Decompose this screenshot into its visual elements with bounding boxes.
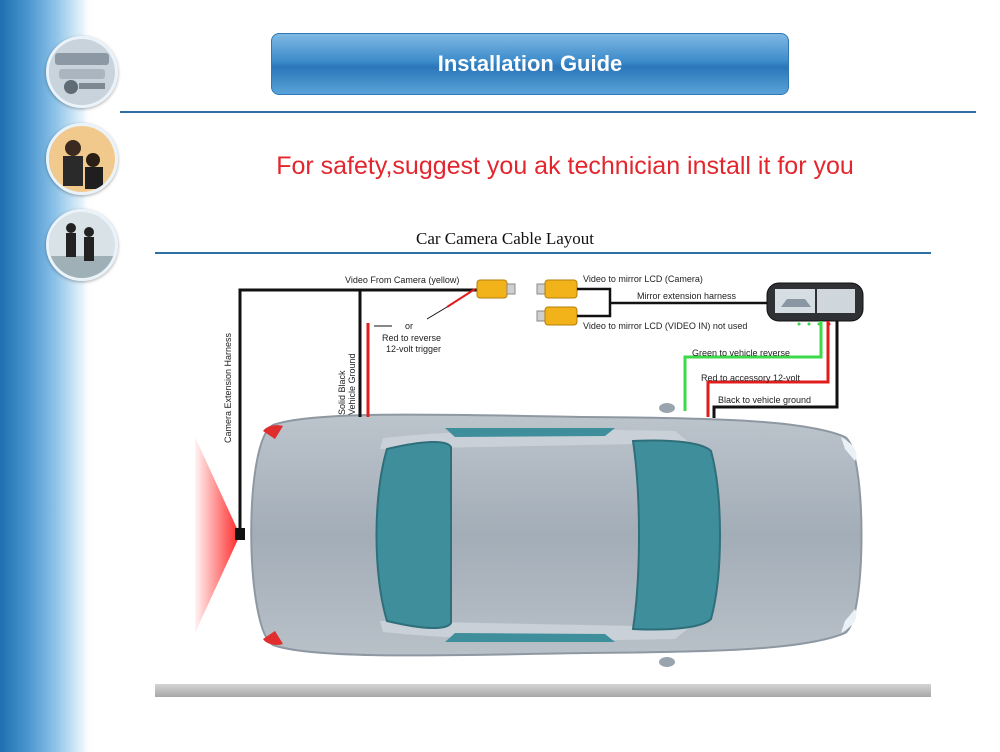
- rca-connector-video-in: [536, 306, 578, 326]
- page-title: Installation Guide: [437, 51, 623, 76]
- rca-connector-mirror-camera: [536, 279, 578, 299]
- video-mirror-in-label: Video to mirror LCD (VIDEO IN) not used: [583, 321, 747, 331]
- header-divider: [120, 111, 976, 113]
- camera-extension-wire: [238, 288, 477, 529]
- or-label: or: [405, 321, 413, 331]
- safety-notice: For safety,suggest you ak technician ins…: [276, 152, 854, 180]
- tech-photo-thumbnail: [46, 36, 118, 108]
- red-reverse-label-line1: Red to reverse: [382, 333, 441, 343]
- camera-harness-label: Camera Extension Harness: [223, 332, 233, 443]
- diagram-divider: [155, 252, 931, 254]
- solid-black-label-line1: Solid Black: [337, 370, 347, 415]
- cable-layout-diagram: Car Camera Cable Layout Camera Extension…: [155, 229, 931, 667]
- rearview-mirror-icon: [766, 282, 864, 326]
- car-top-view: [250, 403, 863, 667]
- green-reverse-label: Green to vehicle reverse: [692, 348, 790, 358]
- walking-people-thumbnail: [46, 209, 118, 281]
- red-reverse-label-line2: 12-volt trigger: [386, 344, 441, 354]
- black-ground-label: Black to vehicle ground: [718, 395, 811, 405]
- green-reverse-wire: [683, 321, 823, 411]
- rca-connector-icon: [476, 279, 516, 299]
- business-meeting-thumbnail: [46, 123, 118, 195]
- black-ground-wire: [712, 321, 839, 418]
- mirror-harness-loop: [577, 287, 612, 318]
- diagram-title: Car Camera Cable Layout: [416, 229, 594, 248]
- red-accessory-wire: [706, 321, 830, 417]
- camera-view-beam: [195, 437, 240, 633]
- red-accessory-label: Red to accessory 12-volt: [701, 373, 801, 383]
- trigger-arrow: [426, 306, 448, 320]
- bottom-divider-bar: [155, 684, 931, 697]
- installation-guide-banner: Installation Guide: [271, 33, 789, 95]
- left-sidebar-band: [0, 0, 92, 752]
- mirror-extension-label: Mirror extension harness: [637, 291, 737, 301]
- solid-black-label-line2: Vehicle Ground: [347, 353, 357, 415]
- video-from-camera-label: Video From Camera (yellow): [345, 275, 459, 285]
- video-mirror-camera-label: Video to mirror LCD (Camera): [583, 274, 703, 284]
- backup-camera-icon: [235, 528, 245, 540]
- red-trigger-lead: [446, 288, 476, 308]
